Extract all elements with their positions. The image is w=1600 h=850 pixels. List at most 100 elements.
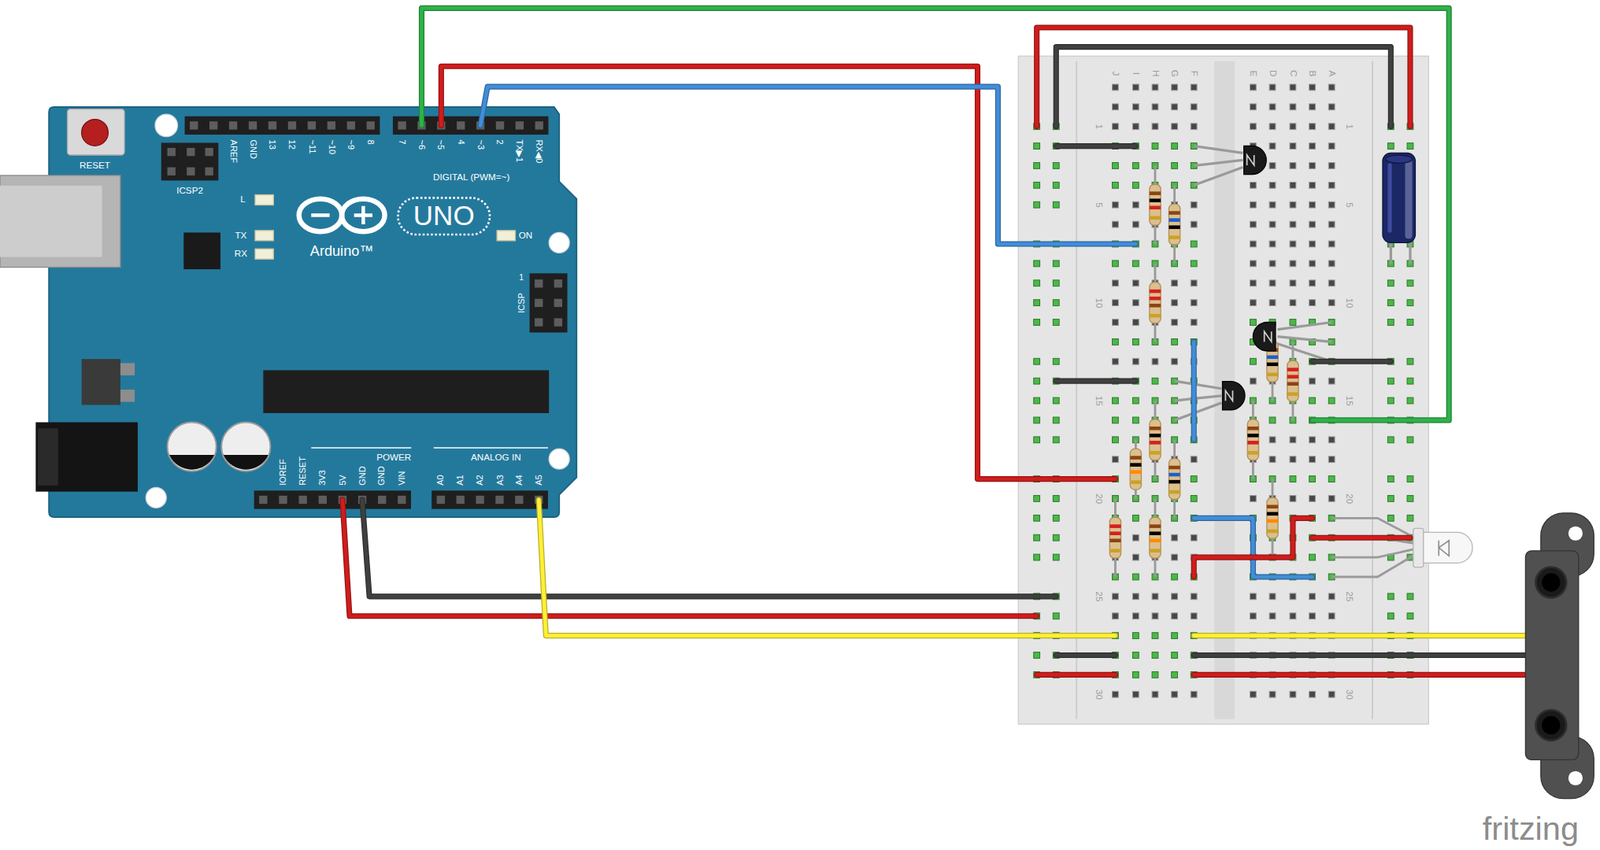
header-pin [347,121,356,130]
breadboard-hole [1250,103,1257,111]
breadboard-hole [1289,162,1297,170]
header-pin [186,148,195,156]
jumper-wire-outline [1312,535,1411,541]
breadboard-hole [1407,437,1414,444]
column-letter: I [1131,72,1141,75]
breadboard-hole [1269,456,1276,463]
breadboard-hole [1151,103,1159,111]
pin-label: GND [377,466,387,486]
breadboard-hole [1033,280,1041,287]
breadboard-hole [1328,437,1335,444]
sensor-mount-hole [1568,526,1583,541]
jumper-wire-core [1193,518,1312,578]
resistor-band [1168,480,1180,485]
breadboard-hole [1052,162,1060,170]
header-label: POWER [376,453,412,463]
breadboard-hole [1407,143,1414,150]
breadboard-hole [1289,84,1297,91]
breadboard-hole [1328,181,1335,189]
breadboard-hole [1309,280,1316,287]
resistor-band [1266,519,1278,524]
header-pin [437,496,445,504]
breadboard-hole [1112,691,1119,698]
header-pin [209,121,218,130]
header-pin [318,496,327,504]
icsp-header [529,273,568,333]
wire-outline [480,86,1136,245]
jumper-wire [1193,518,1312,578]
logo-loop [299,199,342,232]
jumper-wire-outline [1055,652,1115,659]
header-pin [229,121,238,130]
jumper-wire [1055,145,1136,147]
led-label: L [240,195,245,205]
resistor-band [1109,524,1121,529]
breadboard-hole [1151,633,1159,640]
resistor-band [1149,548,1161,553]
pin-label: 13 [268,140,278,150]
breadboard-hole [1112,280,1119,287]
row-number: 25 [1344,591,1354,602]
jumper-wire-core [1312,536,1411,541]
column-letter: B [1307,70,1318,77]
breadboard-hole [1052,514,1060,522]
resistor-band [1149,524,1161,529]
breadboard-hole [1269,181,1276,189]
row-number: 25 [1094,591,1104,602]
pin-label: A4 [514,474,524,486]
breadboard-hole [1132,554,1139,561]
header-pin [307,121,316,130]
breadboard-hole [1309,377,1316,385]
resistor-band [1129,470,1141,475]
pin-label: IOREF [278,459,288,486]
breadboard-hole [1190,496,1197,503]
row-number: 1 [1344,123,1354,129]
breadboard-hole [1171,633,1178,640]
breadboard-hole [1328,456,1335,463]
breadboard-hole [1328,377,1335,385]
jumper-wire-core [1055,379,1136,384]
breadboard-hole [1052,300,1060,307]
breadboard-hole [1052,201,1060,208]
pin-label: 8 [366,140,375,145]
breadboard-hole [1269,123,1276,130]
header-pin [189,121,198,130]
breadboard-hole [1289,240,1297,248]
breadboard-hole [1387,143,1394,150]
breadboard-hole [1289,476,1297,483]
breadboard-hole [1151,593,1159,600]
breadboard-hole [1190,260,1197,267]
breadboard-hole [1387,514,1394,522]
resistor-band [1149,191,1161,196]
resistor-body [1168,203,1180,245]
breadboard-hole [1407,397,1414,404]
jumper-wire [1055,381,1136,382]
breadboard-hole [1190,280,1197,287]
breadboard-hole [1289,496,1297,503]
breadboard-hole [1112,319,1119,326]
wire-outline [440,66,1115,479]
capacitor-body [1382,152,1415,243]
breadboard-hole [1171,319,1178,326]
breadboard-hole [1309,260,1316,267]
resistor-band [1287,392,1299,397]
pin-label: 2 [495,140,504,145]
breadboard-hole [1190,319,1197,326]
breadboard-hole [1151,691,1159,698]
breadboard-hole [1190,84,1197,91]
breadboard-hole [1033,633,1041,640]
breadboard-hole [1052,633,1060,640]
breadboard-body [1018,55,1429,725]
breadboard-hole [1309,221,1316,228]
resistor-body [1149,419,1161,461]
breadboard-hole [1052,319,1060,326]
breadboard-hole [1132,260,1139,267]
breadboard-hole [1112,456,1119,463]
jumper-wire-core [1055,144,1136,149]
breadboard-hole [1190,456,1197,463]
breadboard-hole [1033,181,1041,189]
pin-header [185,116,381,135]
jumper-wire-outline [1193,518,1312,578]
pin-label: ~3 [476,140,486,151]
